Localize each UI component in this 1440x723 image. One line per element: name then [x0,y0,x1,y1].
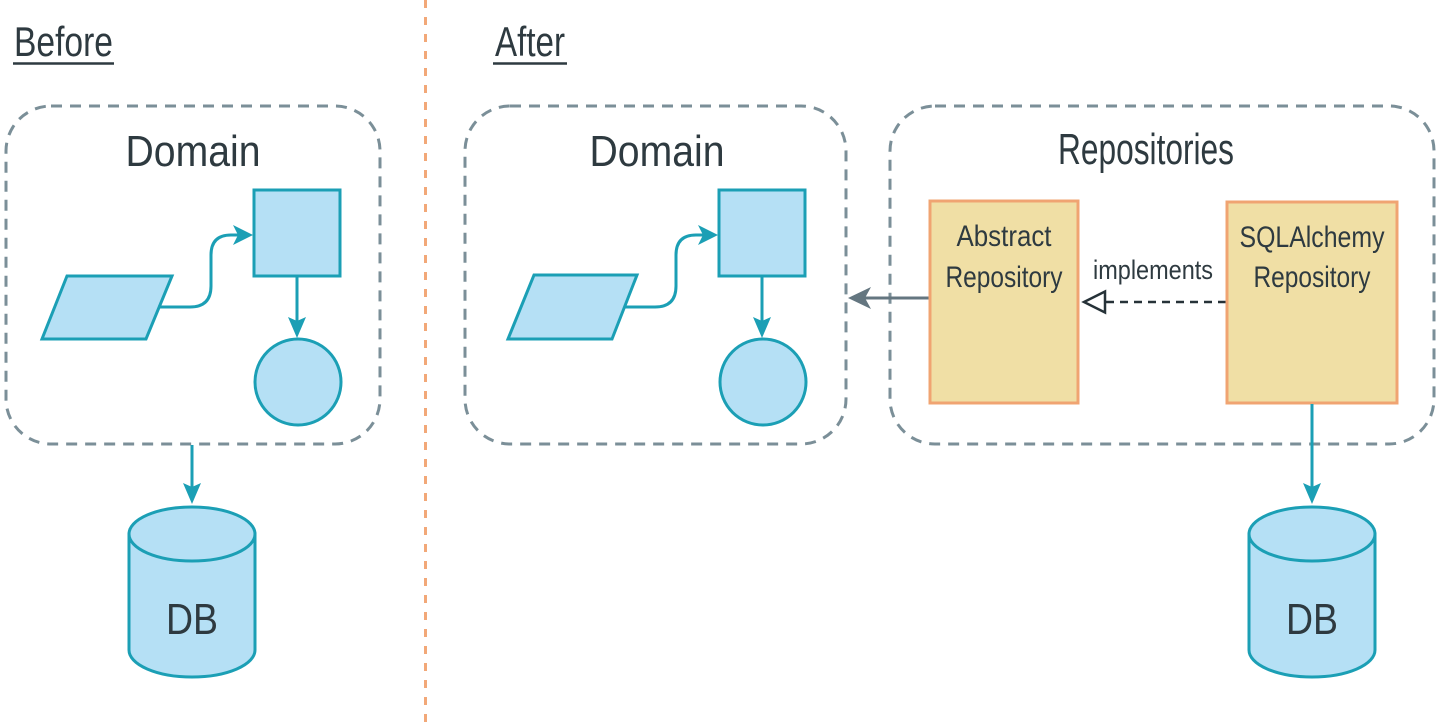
before-db-cylinder-body [127,532,257,679]
abstract-repository-label-line1: Abstract [957,220,1053,253]
sqlalchemy-to-db-arrowhead-icon [1303,483,1321,504]
before-square-to-circle-arrowhead-icon [288,317,306,338]
before-section-label: Before [14,18,113,65]
after-parallelogram-to-square-arrow [624,233,705,309]
before-domain-title: Domain [126,127,261,176]
sqlalchemy-repository-rect [1225,200,1399,405]
before-db-label: DB [166,595,218,644]
before-square-shape [252,188,342,278]
after-db-cylinder-top [1247,505,1377,563]
before-db-cylinder-top [127,505,257,563]
before-db-cylinder: DB [127,505,257,679]
before-parallelogram-to-square-arrow [158,233,240,309]
after-section-label: After [495,18,565,65]
before-parallelogram-shape [39,274,175,341]
abstract-repository-box: Abstract Repository [928,199,1080,405]
sqlalchemy-repository-box: SQLAlchemy Repository [1225,200,1399,405]
sqlalchemy-repository-label-line2: Repository [1254,261,1371,294]
implements-label: implements [1093,255,1213,285]
after-db-cylinder-body [1247,532,1377,679]
abstract-repository-rect [928,199,1080,405]
abstract-to-domain-arrowhead-icon [848,287,871,309]
before-domain-box [4,104,382,446]
after-square-shape [717,188,807,278]
after-db-label: DB [1286,595,1338,644]
after-circle-shape [718,337,808,427]
abstract-repository-label-line2: Repository [946,261,1063,294]
before-domain-to-db-arrowhead-icon [183,483,201,504]
before-parallelogram-to-square-arrowhead-icon [233,225,253,245]
repositories-box [888,104,1436,446]
before-circle-shape [253,337,343,427]
after-db-cylinder: DB [1247,505,1377,679]
before-section: Before Domain DB [4,18,382,679]
repositories-title: Repositories [1058,125,1234,174]
sqlalchemy-repository-label-line1: SQLAlchemy [1240,221,1385,254]
after-square-to-circle-arrowhead-icon [753,317,771,338]
after-domain-box [463,104,848,446]
after-domain-title: Domain [590,127,725,176]
implements-open-triangle-icon [1081,289,1107,315]
after-section: After Domain Repositories Abstract Repos… [463,18,1436,679]
after-parallelogram-shape [505,273,640,341]
after-parallelogram-to-square-arrowhead-icon [698,225,718,245]
